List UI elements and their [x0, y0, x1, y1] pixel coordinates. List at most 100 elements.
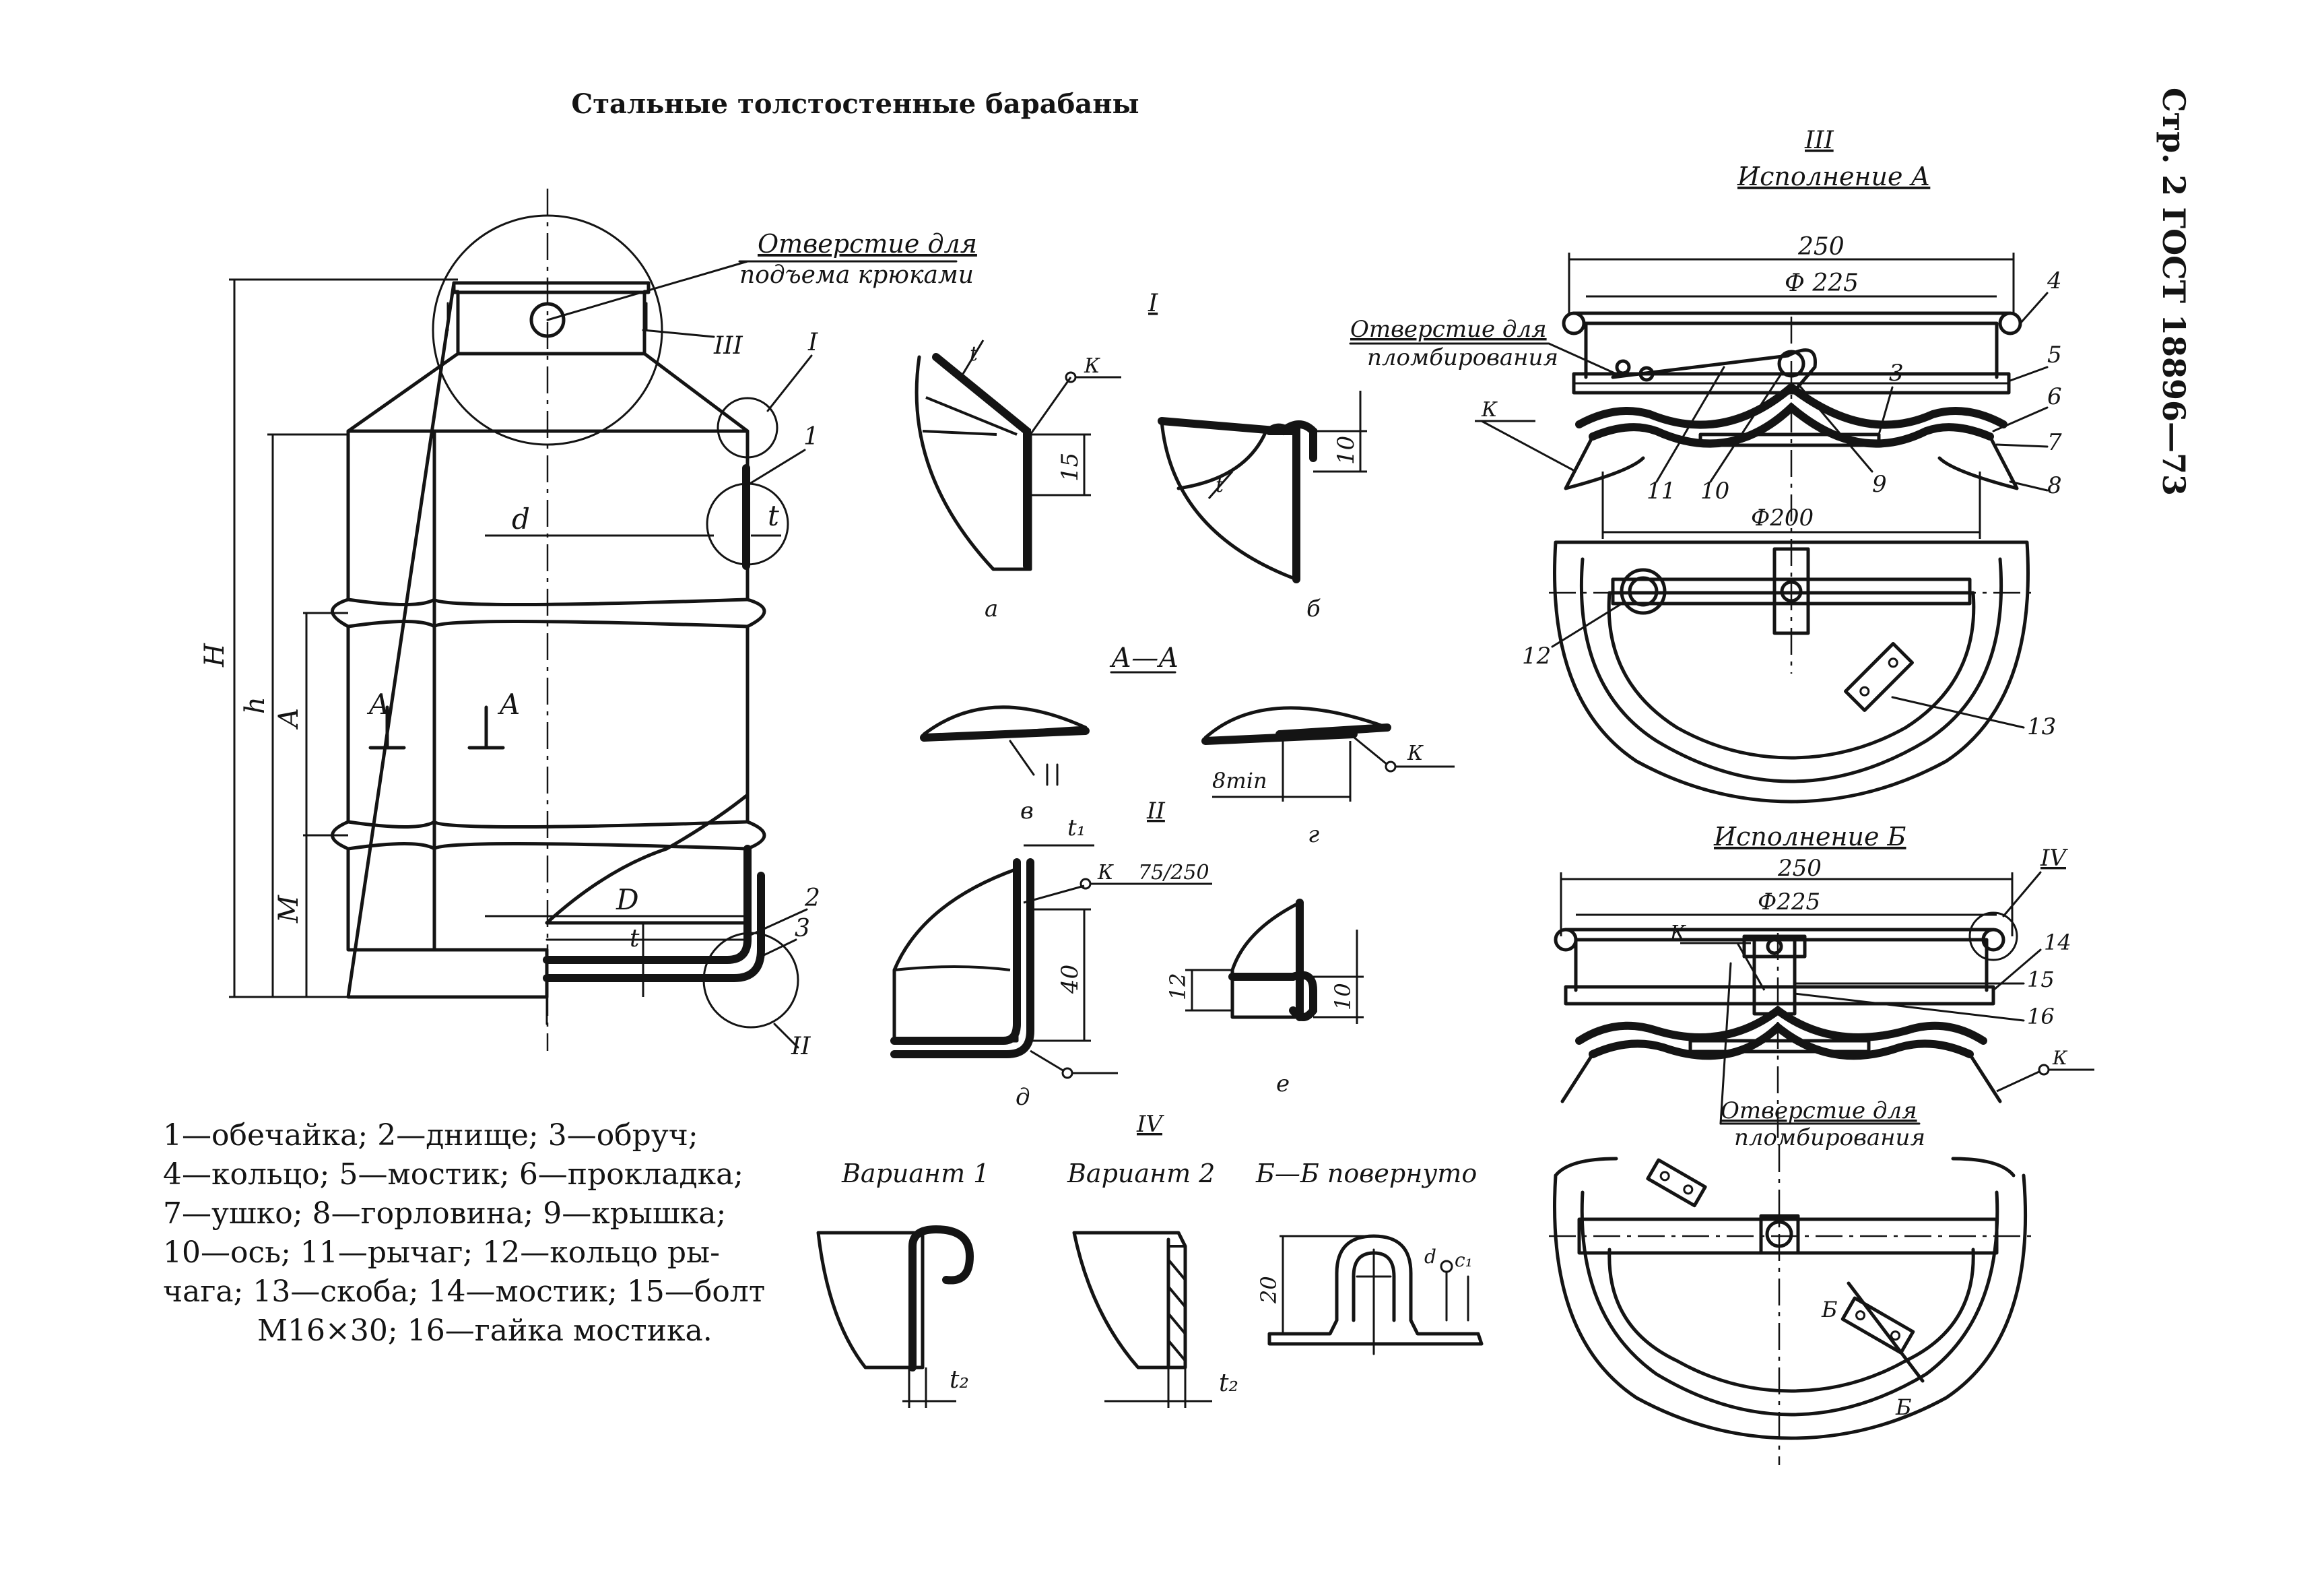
variant-b-pos-15: 15	[2027, 967, 2055, 992]
variant-a-pos-9: 9	[1872, 471, 1887, 498]
dim-d: d	[512, 503, 530, 536]
detail-I-dim-t-a: t	[970, 342, 978, 366]
variant-b-weld: К	[1669, 922, 1686, 945]
drawing-title: Стальные толстостенные барабаны	[571, 88, 1139, 120]
variant-b-plan-view: Б Б	[1549, 1145, 2034, 1465]
detail-II-dim-t1: t₁	[1067, 814, 1086, 841]
lifting-hole-label-1: Отверстие для	[758, 229, 977, 259]
roman-II-main: II	[791, 1033, 811, 1060]
top-ring	[452, 281, 651, 294]
detail-III-variant-a: III Исполнение А 250 Ф 225 Ф200 Отверсти…	[1349, 127, 2062, 674]
variant-b-dim-225: Ф225	[1758, 889, 1820, 915]
legend-line-5: чага; 13—скоба; 14—мостик; 15—болт	[163, 1275, 765, 1309]
detail-IV-roman: IV	[1136, 1111, 1164, 1138]
detail-II-dim-40: 40	[1057, 965, 1084, 994]
section-AA-dim-8min: 8min	[1212, 768, 1267, 794]
variant-2-label: Вариант 2	[1067, 1159, 1215, 1188]
variant-b-label: Исполнение Б	[1713, 822, 1906, 851]
section-bb-dim-d: d	[1424, 1246, 1436, 1268]
dim-t-bottom: t	[630, 925, 640, 953]
variant-b-bridge	[1564, 985, 1995, 1006]
detail-I-dim-15: 15	[1057, 453, 1084, 482]
legend-line-4: 10—ось; 11—рычаг; 12—кольцо ры-	[163, 1235, 720, 1270]
legend: 1—обечайка; 2—днище; 3—обруч; 4—кольцо; …	[163, 1118, 765, 1348]
legend-line-1: 1—обечайка; 2—днище; 3—обруч;	[163, 1118, 698, 1153]
drum-main-view: A A	[331, 189, 799, 1051]
section-A-left-label: A	[366, 688, 389, 721]
pos-3: 3	[795, 915, 810, 942]
variant-a-plan-view: 12 13	[1522, 540, 2056, 804]
detail-I-caption-b: б	[1306, 595, 1321, 622]
variant-a-pos-6: 6	[2047, 383, 2062, 410]
variant-b-weld-right: К	[2052, 1047, 2068, 1069]
detail-II-caption-d: д	[1016, 1084, 1030, 1111]
lever-ring	[1620, 568, 1667, 615]
lifting-hole-label-2: подъема крюками	[739, 261, 974, 289]
detail-I-weld-a: К	[1084, 354, 1100, 378]
section-bb-label: Б—Б повернуто	[1255, 1159, 1477, 1188]
section-bb-dim-20: 20	[1256, 1276, 1282, 1304]
variant-a-seal-label-2: пломбирования	[1367, 344, 1558, 371]
variant-a-seal-label-1: Отверстие для	[1350, 316, 1547, 343]
variant-a-pos-10: 10	[1700, 478, 1729, 505]
variant-a-clamp	[1844, 642, 1914, 712]
variant-b-mark-b2: Б	[1895, 1394, 1912, 1420]
detail-II: II t₁ 40 К 75/250 д 12 10 е	[890, 798, 1364, 1111]
detail-I-roman: I	[1148, 290, 1158, 317]
variant-b-seal-label-1: Отверстие для	[1721, 1097, 1917, 1124]
variant-b-roman-IV: IV	[2040, 845, 2068, 872]
variant-b-dim-250: 250	[1777, 855, 1822, 882]
pos-2: 2	[804, 884, 820, 912]
legend-line-6: М16×30; 16—гайка мостика.	[257, 1314, 712, 1348]
detail-I: I 15 К t а 10 t б	[915, 290, 1367, 622]
variant-b-seal-label-2: пломбирования	[1734, 1124, 1925, 1151]
section-AA-label: А—А	[1109, 643, 1179, 674]
detail-III-circle	[432, 214, 663, 446]
roman-I-main: I	[807, 329, 818, 356]
variant-a-dim-250: 250	[1797, 233, 1845, 261]
variant-a-pos-8: 8	[2047, 472, 2062, 499]
variant-2-dim-t2: t₂	[1219, 1369, 1238, 1397]
detail-II-weld-spec: 75/250	[1138, 861, 1209, 884]
variant-b-pos-14: 14	[2044, 930, 2071, 955]
pos-1: 1	[803, 423, 819, 451]
detail-I-dim-10: 10	[1333, 436, 1360, 465]
detail-I-circle	[717, 397, 778, 459]
section-bb-dim-c1: c₁	[1455, 1249, 1473, 1271]
variant-a-pos-12: 12	[1522, 643, 1551, 670]
roman-III-main: III	[713, 332, 743, 360]
dim-M: M	[273, 895, 304, 924]
page-header: Стр. 2 ГОСТ 18896—73	[2156, 88, 2192, 496]
variant-a-weld: К	[1481, 398, 1498, 422]
detail-IV: IV Вариант 1 Вариант 2 Б—Б повернуто t₂ …	[816, 1111, 1484, 1408]
detail-I-dim-t-b: t	[1216, 474, 1224, 497]
dim-h: h	[240, 697, 271, 714]
variant-1-label: Вариант 1	[841, 1159, 989, 1188]
detail-III-roman: III	[1804, 127, 1834, 154]
variant-a-pos-3: 3	[1889, 360, 1904, 387]
section-AA-caption-g: г	[1308, 821, 1319, 848]
main-view-labels: Отверстие для подъема крюками III I 1 2 …	[546, 229, 977, 1060]
section-AA-caption-v: в	[1020, 798, 1034, 825]
legend-line-3: 7—ушко; 8—горловина; 9—крышка;	[163, 1196, 726, 1231]
dim-H: H	[199, 643, 230, 668]
variant-a-pos-4: 4	[2047, 267, 2062, 294]
variant-a-pos-5: 5	[2047, 342, 2062, 368]
section-AA: А—А в 8min К г	[920, 643, 1455, 848]
detail-II-dim-12: 12	[1165, 973, 1191, 1000]
variant-a-dim-225: Ф 225	[1785, 269, 1859, 297]
legend-line-2: 4—кольцо; 5—мостик; 6—прокладка;	[163, 1157, 743, 1192]
dim-D: D	[616, 883, 639, 916]
variant-b-clamp	[1840, 1296, 1915, 1355]
variant-b: Исполнение Б 250 Ф225 IV К 14 15 16	[1554, 822, 2094, 1151]
dim-A: A	[273, 708, 304, 730]
detail-II-caption-e: е	[1276, 1070, 1290, 1097]
variant-a-pos-7: 7	[2047, 429, 2062, 456]
variant-b-pos-16: 16	[2027, 1004, 2055, 1029]
detail-t-circle	[706, 482, 789, 566]
variant-a-pos-13: 13	[2027, 713, 2056, 740]
variant-a-label: Исполнение А	[1737, 162, 1930, 191]
dim-t: t	[768, 499, 779, 532]
detail-II-circle	[702, 932, 799, 1029]
